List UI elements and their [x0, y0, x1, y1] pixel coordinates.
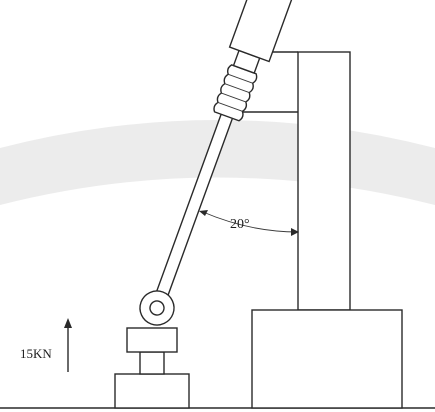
angle-arc	[202, 211, 299, 233]
angle-arc-arrow-right	[291, 228, 299, 236]
strut-assembly	[139, 0, 294, 326]
load-cell-cap	[126, 327, 178, 353]
force-arrow-head	[64, 318, 72, 328]
fixture-base	[251, 309, 403, 409]
load-cell-base	[114, 373, 190, 409]
angle-arc-arrow-left	[199, 210, 208, 216]
strut-body	[228, 0, 294, 63]
lower-eye-pin	[149, 300, 165, 316]
angle-label: 20°	[230, 217, 250, 232]
force-label: 15KN	[20, 346, 52, 361]
bellows-boot	[213, 64, 258, 122]
fixture-column	[297, 51, 351, 311]
load-cell-post	[139, 351, 165, 375]
